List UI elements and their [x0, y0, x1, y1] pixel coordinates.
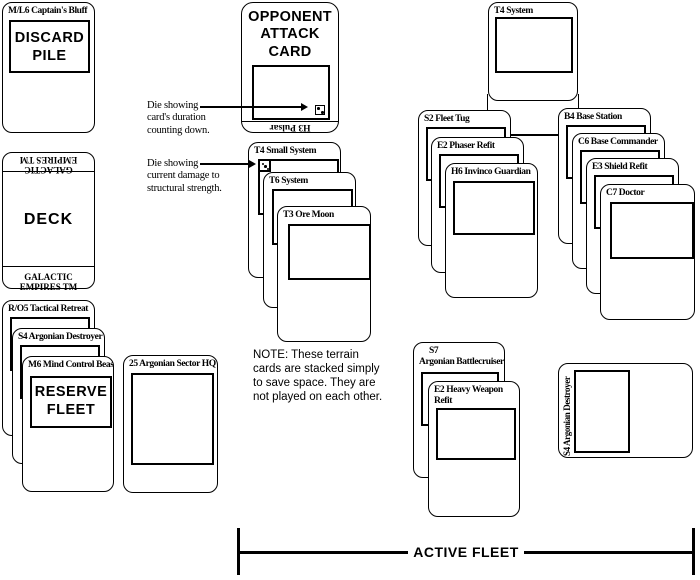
bracket-line-right [523, 550, 695, 554]
deck-label: DECK [23, 211, 74, 228]
zone-line: PILE [32, 48, 67, 65]
note-line: Die showing [147, 158, 199, 169]
connector-system-to-base-stack [577, 94, 579, 110]
sector-hq-card: 25 Argonian Sector HQ [123, 355, 218, 493]
card-image-box [131, 373, 214, 465]
connector-ship-to-base-stack [508, 134, 559, 136]
card-back-brand-top: GALACTIC EMPIRES TM [3, 153, 94, 175]
heading-line: OPPONENT [248, 9, 332, 25]
active-fleet-label: ACTIVE FLEET [413, 544, 519, 560]
card-image-box [495, 17, 573, 73]
tapped-destroyer-card: S4 Argonian Destroyer [558, 363, 693, 458]
bracket-line-left [237, 550, 409, 554]
damage-arrow-line [200, 163, 249, 165]
heading-line: ATTACK [260, 26, 320, 43]
card-title: C7 Doctor [606, 188, 645, 198]
note-line: current damage to [147, 170, 220, 182]
title-line: E2 Heavy Weapon [434, 385, 503, 395]
damage-die-note: Die showing current damage to structural… [147, 158, 222, 195]
title-line: S7 [429, 346, 439, 356]
card-title: C6 Base Commander [578, 137, 658, 147]
card-title: T4 System [494, 6, 533, 16]
card-image-box: RESERVE FLEET [30, 376, 112, 428]
note-line: to save space. They are [253, 377, 376, 390]
note-line: structural strength. [147, 182, 222, 194]
card-title: T4 Small System [254, 146, 317, 156]
opponent-attack-heading: OPPONENT ATTACK CARD [242, 9, 338, 61]
card-back-brand-bottom: GALACTIC EMPIRES TM [3, 266, 94, 292]
opponent-attack-card: OPPONENT ATTACK CARD H3 Pulsar [241, 2, 339, 133]
damage-die-icon [258, 159, 271, 172]
card-title: R/O5 Tactical Retreat [8, 304, 89, 314]
heavy-weapon-refit-card: E2 Heavy Weapon Refit [428, 381, 520, 517]
card-image-box [453, 181, 535, 235]
heading-line: CARD [268, 43, 312, 60]
card-title: E2 Phaser Refit [437, 141, 495, 151]
card-image-box [252, 65, 330, 120]
card-title: S2 Fleet Tug [424, 114, 470, 124]
active-fleet-bracket: ACTIVE FLEET [237, 528, 695, 575]
card-title: H3 Pulsar [269, 122, 311, 132]
card-title: M6 Mind Control Beast [28, 360, 113, 370]
brand-text: GALACTIC EMPIRES TM [19, 155, 78, 175]
reserve-fleet-label: RESERVE FLEET [32, 378, 110, 419]
reserve-fleet-card: M6 Mind Control Beast RESERVE FLEET [22, 356, 114, 492]
terrain-card-ore-moon: T3 Ore Moon [277, 206, 371, 342]
card-title: S7 Argonian Battlecruiser [414, 343, 504, 369]
card-title-rule [242, 120, 338, 122]
connector-system-to-ship-stack [486, 94, 488, 112]
card-title: M/L6 Captain's Bluff [8, 6, 88, 16]
card-image-box [574, 370, 630, 453]
system-card: T4 System [488, 2, 578, 101]
card-image-box: DISCARD PILE [9, 20, 90, 73]
bracket-line: ACTIVE FLEET [237, 543, 695, 561]
note-line: cards are stacked simply [253, 363, 380, 376]
note-line: card's duration [147, 112, 206, 124]
card-title: S4 Argonian Destroyer [18, 332, 103, 342]
terrain-stack-note: NOTE: These terrain cards are stacked si… [253, 348, 382, 404]
card-image-box [288, 224, 371, 280]
card-image-box [436, 408, 516, 460]
card-title: E3 Shield Refit [592, 162, 648, 172]
card-title: E2 Heavy Weapon Refit [429, 382, 519, 408]
card-image-box [610, 202, 694, 259]
discard-pile-label: DISCARD PILE [11, 22, 88, 65]
deck-card: GALACTIC EMPIRES TM DECK GALACTIC EMPIRE… [2, 152, 95, 292]
title-line: Refit [434, 396, 453, 407]
ship-stack-card-front: H6 Invinco Guardian [445, 163, 538, 298]
note-line: Die showing [147, 100, 199, 111]
duration-arrow-head-icon [301, 102, 308, 111]
card-title: 25 Argonian Sector HQ [129, 359, 216, 369]
note-line: counting down. [147, 124, 210, 136]
duration-die-icon [314, 104, 325, 115]
card-title: T3 Ore Moon [283, 210, 334, 220]
zone-line: FLEET [46, 402, 96, 419]
duration-die-note: Die showing card's duration counting dow… [147, 100, 210, 137]
card-title: H6 Invinco Guardian [451, 167, 531, 177]
damage-arrow-head-icon [249, 159, 256, 168]
zone-line: RESERVE [34, 384, 108, 400]
zone-line: DISCARD [14, 30, 85, 46]
title-line: Argonian Battlecruiser [419, 357, 504, 368]
discard-pile-card: M/L6 Captain's Bluff DISCARD PILE [2, 2, 95, 133]
duration-arrow-line [200, 106, 301, 108]
note-line: NOTE: These terrain [253, 349, 359, 361]
note-line: not played on each other. [253, 391, 383, 404]
card-title: T6 System [269, 176, 308, 186]
card-title: B4 Base Station [564, 112, 622, 122]
base-stack-card-front: C7 Doctor [600, 184, 695, 320]
